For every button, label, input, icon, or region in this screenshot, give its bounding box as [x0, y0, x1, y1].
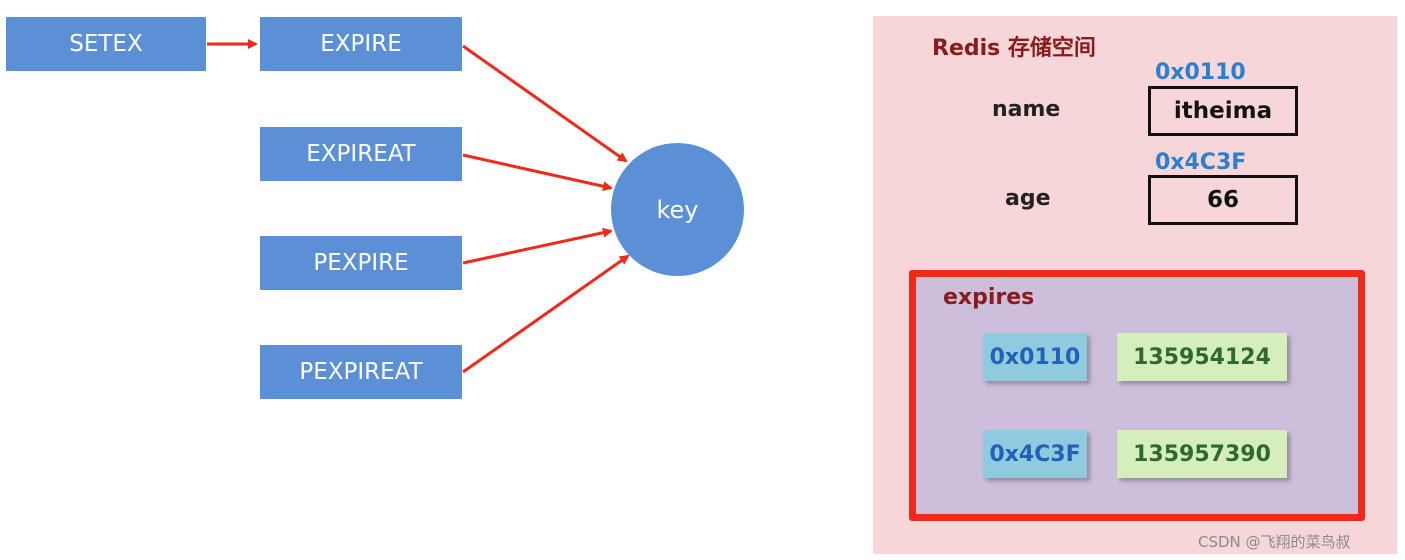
entry-address: 0x4C3F	[1155, 150, 1247, 175]
command-expireat: EXPIREAT	[260, 127, 462, 181]
entry-field: age	[1005, 186, 1051, 211]
entry-value: 66	[1148, 175, 1298, 225]
arrow-expire-to-key	[462, 44, 628, 163]
command-pexpire: PEXPIRE	[260, 236, 462, 290]
expires-title: expires	[943, 285, 1035, 310]
expires-timestamp: 135954124	[1117, 333, 1287, 381]
arrow-pexpire-to-key	[462, 227, 613, 265]
expires-panel	[909, 270, 1365, 521]
entry-address: 0x0110	[1155, 60, 1246, 85]
expires-address: 0x4C3F	[983, 430, 1087, 478]
expires-timestamp: 135957390	[1117, 430, 1287, 478]
command-pexpireat: PEXPIREAT	[260, 345, 462, 399]
expires-address: 0x0110	[983, 333, 1087, 381]
entry-value: itheima	[1148, 86, 1298, 136]
command-expire: EXPIRE	[260, 17, 462, 71]
storage-title: Redis 存储空间	[932, 36, 1096, 61]
key-node: key	[611, 143, 744, 276]
arrow-expireat-to-key	[462, 153, 613, 192]
watermark: CSDN @飞翔的菜鸟叔	[1198, 533, 1351, 551]
command-setex: SETEX	[6, 17, 206, 71]
arrow-pexpireat-to-key	[462, 254, 630, 374]
entry-field: name	[992, 97, 1061, 122]
